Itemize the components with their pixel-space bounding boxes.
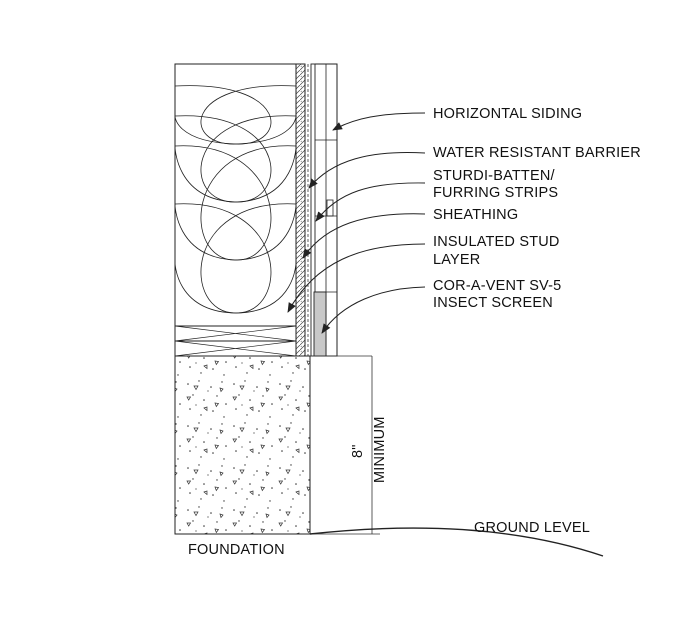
leader-arrows — [287, 112, 426, 334]
label-insulated-line2: LAYER — [433, 252, 480, 268]
siding-leader — [332, 112, 426, 131]
height-dimension — [310, 355, 380, 535]
foundation-block — [174, 355, 311, 535]
sheathing-leader — [302, 213, 426, 259]
barrier-leader — [308, 152, 426, 189]
label-insulated-line1: INSULATED STUD — [433, 234, 560, 250]
dimension-note: MINIMUM — [372, 416, 388, 483]
vent-leader — [321, 286, 426, 334]
insulation-leader — [287, 243, 426, 313]
sheathing-layer — [295, 63, 306, 357]
flashing-detail — [326, 199, 334, 217]
dimension-value: 8" — [350, 444, 366, 458]
label-furring-line2: FURRING STRIPS — [433, 185, 558, 201]
label-water-resistant-barrier: WATER RESISTANT BARRIER — [433, 145, 641, 161]
label-furring-line1: STURDI-BATTEN/ — [433, 168, 556, 184]
label-ground-level: GROUND LEVEL — [474, 520, 590, 536]
label-vent-line1: COR-A-VENT SV-5 — [433, 278, 561, 294]
bottom-plates — [174, 325, 297, 357]
ground-line — [309, 527, 604, 557]
furring-leader — [315, 182, 426, 222]
label-horizontal-siding: HORIZONTAL SIDING — [433, 106, 582, 122]
label-sheathing: SHEATHING — [433, 207, 518, 223]
label-vent-line2: INSECT SCREEN — [433, 295, 553, 311]
insulated-stud-layer — [174, 63, 297, 327]
cor-a-vent-strip — [313, 291, 327, 357]
label-foundation: FOUNDATION — [188, 542, 285, 558]
